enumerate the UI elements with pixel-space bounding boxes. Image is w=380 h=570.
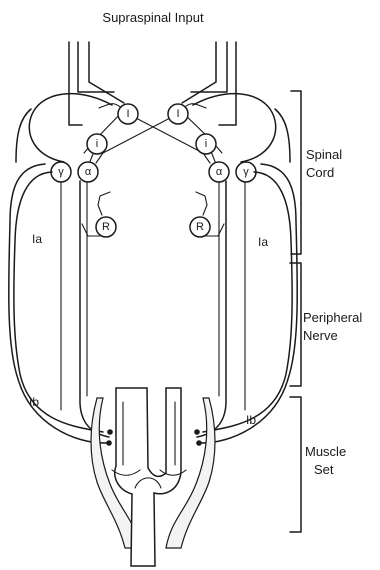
inhibitory-interneuron-I-right-label: I [176, 108, 179, 120]
spinal-section-label-line2: Cord [306, 165, 334, 180]
renshaw-cell-R-right-label: R [196, 221, 204, 233]
peripheral-section-label-line2: Nerve [303, 328, 338, 343]
supraspinal-input-label: Supraspinal Input [102, 10, 204, 25]
left-muscle-spindle-ending [107, 429, 113, 435]
spinal-section-label-line1: Spinal [306, 147, 342, 162]
ia-label-left: Ia [32, 232, 42, 246]
descending-supraspinal-pathways [69, 42, 236, 125]
right-muscle-spindle-ending [194, 429, 200, 435]
peripheral-section-label-line1: Peripheral [303, 310, 362, 325]
ib-label-left: Ib [29, 395, 39, 409]
right-golgi-tendon-ending [196, 440, 202, 446]
ib-label-right: Ib [246, 413, 256, 427]
left-spinal-neurons: I i α γ R [51, 104, 138, 237]
inhibitory-interneuron-I-left-label: I [126, 108, 129, 120]
right-spinal-neurons: I i α γ R [168, 104, 256, 237]
left-golgi-tendon-ending [106, 440, 112, 446]
muscle-section-label-line1: Muscle [305, 444, 346, 459]
alpha-motor-neuron-right-label: α [216, 166, 223, 178]
muscle-set-illustration [91, 388, 215, 566]
ia-label-right: Ia [258, 235, 268, 249]
gamma-motor-neuron-right-label: γ [243, 166, 249, 178]
renshaw-cell-R-left-label: R [102, 221, 110, 233]
gamma-motor-neuron-left-label: γ [58, 166, 64, 178]
muscle-section-label-line2: Set [314, 462, 334, 477]
interneuron-i-left-label: i [96, 138, 98, 150]
interneuron-i-right-label: i [205, 138, 207, 150]
alpha-motor-neuron-left-label: α [85, 166, 92, 178]
